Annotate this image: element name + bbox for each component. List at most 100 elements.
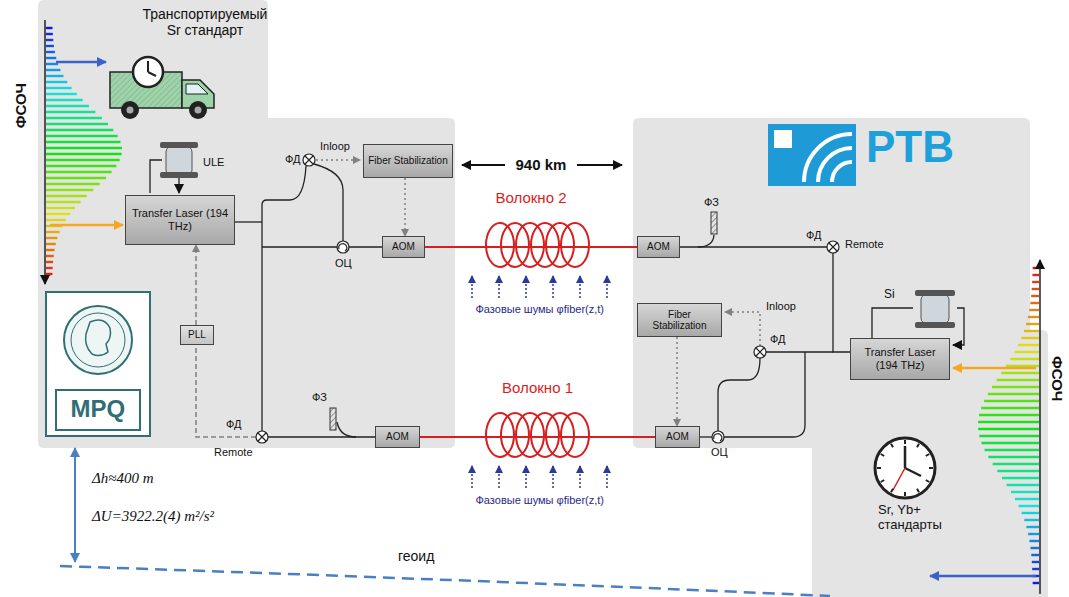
- comb-line: [46, 45, 54, 47]
- text-label: ФЗ: [704, 196, 719, 209]
- clock-tick: [881, 454, 884, 456]
- cavity-symbol: [178, 178, 179, 193]
- clock-tick: [891, 489, 893, 492]
- box-text: Transfer Laser (194 THz): [855, 346, 945, 371]
- comb-line: [46, 135, 118, 137]
- box-text: AOM: [386, 431, 409, 443]
- optical-path: [235, 221, 262, 222]
- comb-line: [46, 213, 70, 215]
- connector: [420, 436, 655, 438]
- comb-line: [46, 231, 60, 233]
- optical-path: [268, 436, 375, 437]
- comb-line: [1030, 302, 1039, 304]
- optical-path: [766, 351, 833, 352]
- comb-line: [1001, 372, 1039, 374]
- control-signal: [196, 347, 256, 437]
- comb-line: [984, 400, 1039, 402]
- optical-path: [724, 352, 805, 437]
- comb-line: [46, 195, 87, 197]
- optical-path: [235, 164, 850, 437]
- noise-arrow: [579, 466, 581, 488]
- text-label: ОЦ: [711, 446, 728, 459]
- distance-arrow: [462, 164, 505, 166]
- comb-line: [1026, 323, 1039, 325]
- box-text: Transfer Laser (194 THz): [130, 207, 230, 232]
- comb-line: [46, 267, 53, 269]
- comb-line: [978, 428, 1039, 430]
- cavity-symbol: [160, 172, 198, 178]
- comb-line: [1032, 274, 1039, 276]
- connector: [676, 337, 678, 426]
- control-signal: [196, 160, 760, 437]
- optical-path: [262, 166, 306, 222]
- cavity-symbol: [166, 146, 192, 176]
- fiber-spool: [561, 413, 589, 457]
- mirror-symbol: [330, 408, 336, 430]
- comb-line: [46, 81, 67, 83]
- text-label: PTB: [866, 122, 954, 173]
- text-label: Транспортируемый Sr стандарт: [135, 6, 275, 38]
- cavity-symbol: [915, 290, 955, 296]
- clock-tick: [904, 492, 906, 496]
- control-box: PLL: [180, 325, 214, 345]
- noise-arrow: [498, 466, 500, 488]
- comb-line: [1021, 337, 1039, 339]
- comb-line: [46, 207, 75, 209]
- text-label: ОЦ: [335, 257, 352, 270]
- text-label: ФД: [806, 229, 821, 242]
- clock-tick: [917, 489, 919, 492]
- comb-line: [1032, 288, 1039, 290]
- geoid-line: [74, 448, 76, 562]
- comb-line: [1031, 295, 1039, 297]
- ptb-logo: [774, 130, 792, 148]
- comb-line: [46, 93, 77, 95]
- comb-line: [46, 117, 102, 119]
- cavity-symbol: [915, 322, 955, 328]
- mpq-logo: [64, 306, 132, 374]
- comb-line: [46, 87, 72, 89]
- comb-line: [46, 57, 56, 59]
- text-label: Δh≈400 m: [92, 470, 154, 487]
- clock-tick: [926, 454, 929, 456]
- comb-line: [46, 51, 55, 53]
- comb-line: [46, 171, 112, 173]
- text-label: Фазовые шумы φfiber(z,t): [476, 303, 605, 316]
- photodetector-symbol: [827, 241, 839, 253]
- comb-line: [1019, 505, 1039, 507]
- frequency-comb: [46, 28, 122, 274]
- text-label: Фазовые шумы φfiber(z,t): [476, 494, 605, 507]
- comb-line: [1018, 344, 1039, 346]
- comb-line: [997, 379, 1039, 381]
- circulator-symbol: [714, 434, 722, 441]
- circulator-symbol: [712, 431, 724, 443]
- comb-axis: [44, 20, 46, 284]
- clock-tick: [929, 467, 933, 469]
- control-signal: [725, 312, 760, 346]
- comb-line: [988, 456, 1039, 458]
- fiber-label: Волокно 1: [502, 379, 573, 396]
- comb-line: [1011, 491, 1039, 493]
- comb-line: [46, 27, 53, 29]
- laser-box: Transfer Laser (194 THz): [850, 338, 950, 380]
- comb-line: [46, 273, 52, 275]
- comb-line: [46, 39, 53, 41]
- text-label: ФЗ: [312, 391, 327, 404]
- text-label: ФД: [770, 333, 785, 346]
- clock-illustration: [875, 438, 935, 498]
- clock-illustration: [893, 468, 905, 490]
- comb-line: [993, 463, 1039, 465]
- connector: [425, 246, 637, 248]
- noise-arrow: [525, 466, 527, 488]
- box-text: AOM: [392, 241, 415, 253]
- optical-path: [698, 235, 714, 247]
- comb-line: [46, 141, 121, 143]
- comb-line: [1032, 281, 1039, 283]
- comb-line: [46, 153, 122, 155]
- comb-line: [978, 421, 1039, 423]
- comb-line: [979, 435, 1039, 437]
- truck-illustration: [189, 101, 207, 119]
- text-label: ФСОЧ: [1049, 355, 1066, 400]
- fiber-spool: [561, 223, 589, 267]
- noise-arrow: [525, 276, 527, 298]
